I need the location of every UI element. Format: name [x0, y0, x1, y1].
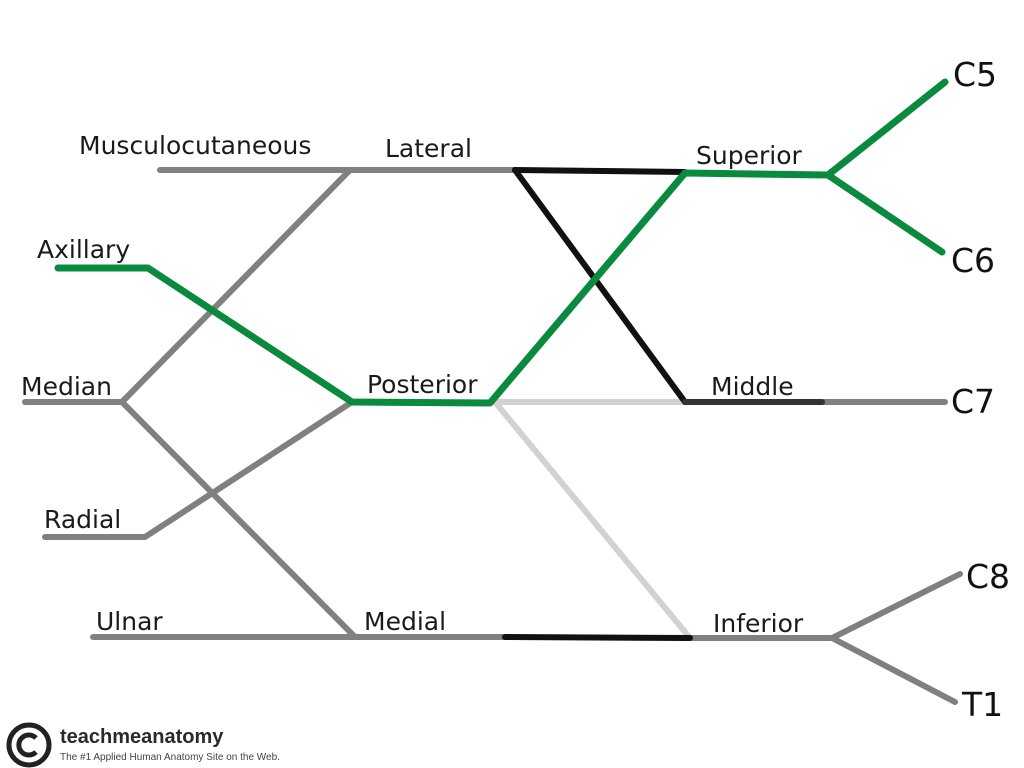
- label-c6: C6: [951, 241, 996, 280]
- label-axillary: Axillary: [37, 235, 131, 264]
- label-lateral: Lateral: [385, 134, 472, 163]
- label-t1: T1: [962, 685, 1004, 724]
- posterior-to-inferior-line: [492, 399, 693, 641]
- axillary-posterior-superior-path: [54, 169, 832, 407]
- lateral-to-median-line: [119, 167, 353, 405]
- copyright-icon: [6, 722, 52, 768]
- label-inferior: Inferior: [713, 609, 804, 638]
- label-median: Median: [21, 372, 112, 401]
- radial-branch-line: [42, 399, 355, 540]
- label-c5: C5: [953, 55, 998, 94]
- label-middle: Middle: [711, 372, 794, 401]
- label-superior: Superior: [696, 141, 802, 170]
- brand-tagline: The #1 Applied Human Anatomy Site on the…: [60, 752, 280, 763]
- label-radial: Radial: [44, 505, 122, 534]
- label-posterior: Posterior: [367, 370, 478, 399]
- c5-root-line: [824, 78, 949, 179]
- medial-to-inferior-line: [502, 634, 693, 641]
- c8-root-line: [829, 571, 963, 641]
- lateral-to-middle-line: [512, 167, 688, 405]
- label-medial: Medial: [364, 607, 447, 636]
- t1-root-line: [829, 635, 958, 705]
- lateral-to-superior-line: [512, 167, 688, 175]
- label-c8: C8: [966, 557, 1011, 596]
- c6-root-line: [824, 171, 946, 256]
- brand-name: teachmeanatomy: [60, 726, 224, 748]
- label-c7: C7: [951, 382, 996, 421]
- label-ulnar: Ulnar: [96, 607, 163, 636]
- medial-to-median-line: [119, 399, 358, 640]
- label-musculocutaneous: Musculocutaneous: [79, 131, 312, 160]
